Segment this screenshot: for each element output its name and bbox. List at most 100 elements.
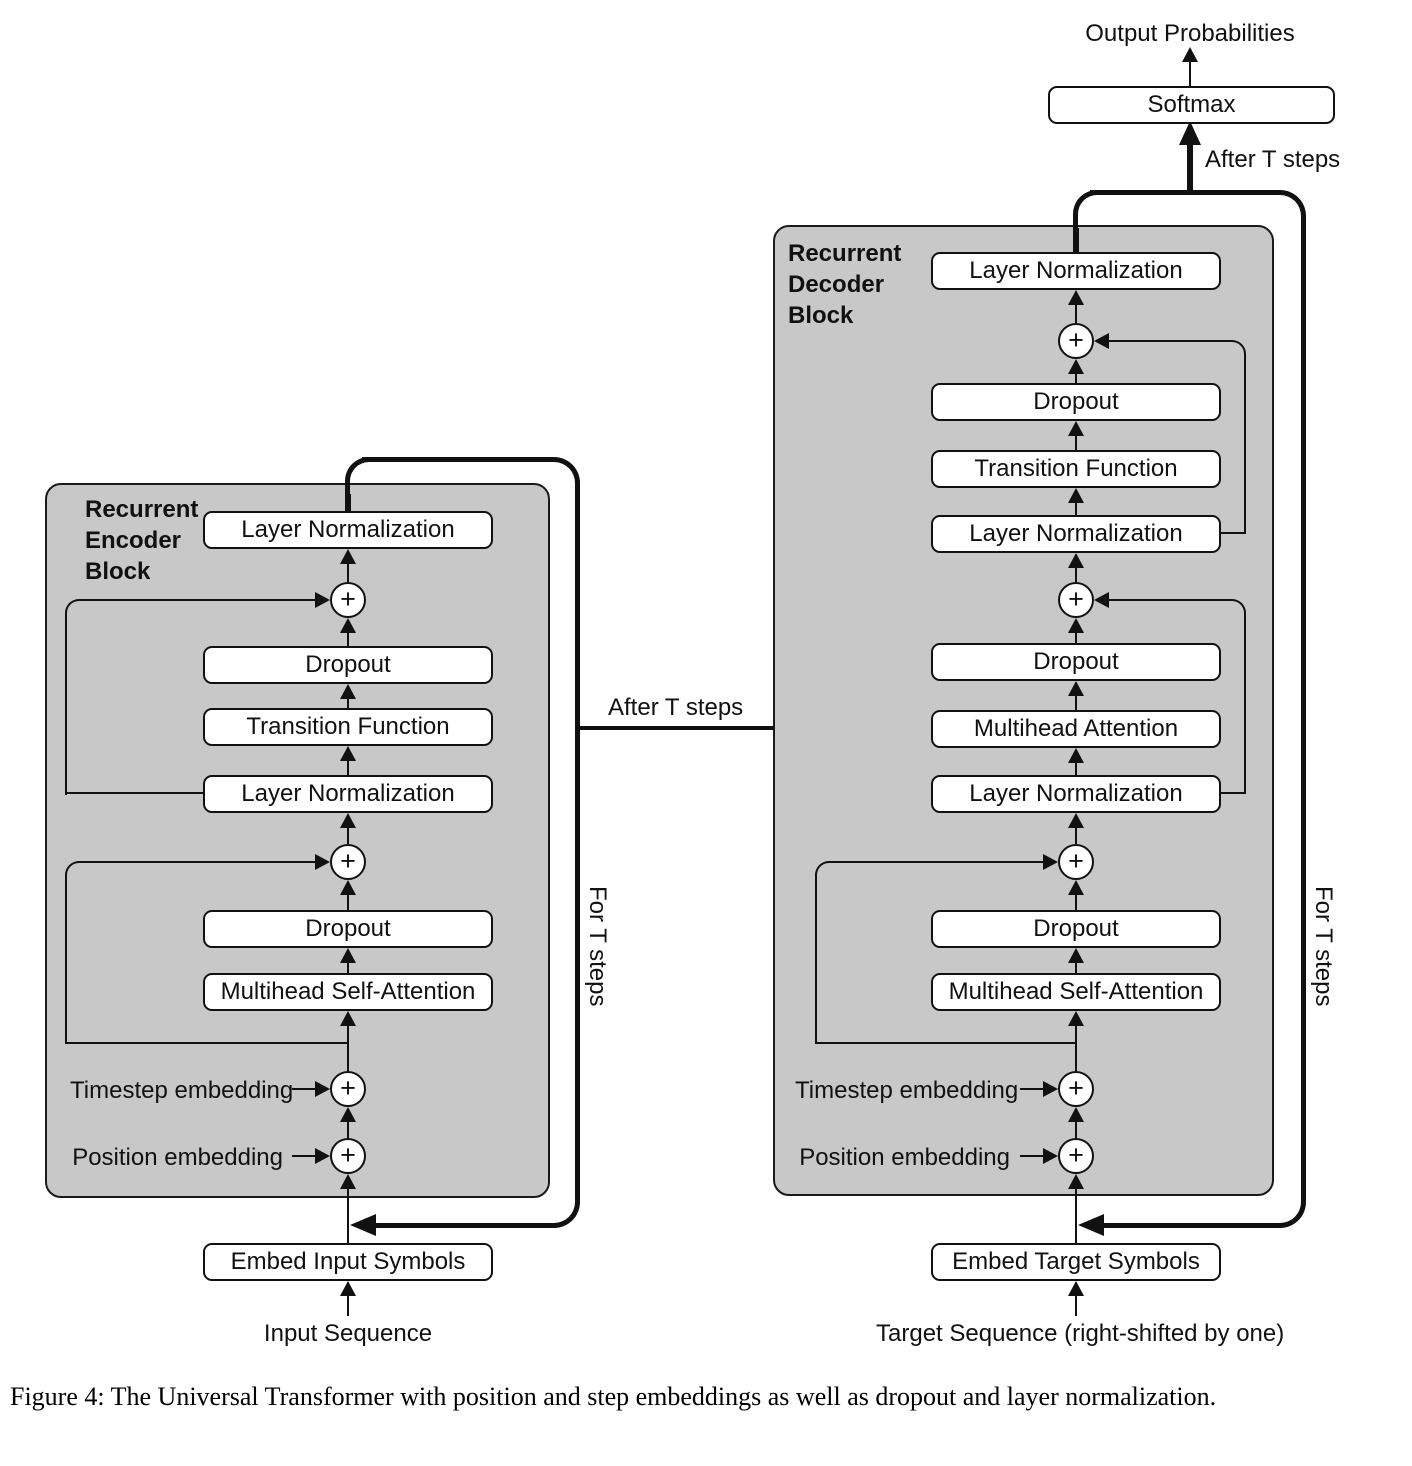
decoder-position-arrow-shaft: [1020, 1154, 1045, 1158]
embed-target-symbols-box: Embed Target Symbols: [931, 1243, 1221, 1281]
decoder-loop-label: For T steps: [1310, 886, 1337, 1007]
decoder-add-circle-2: +: [1058, 582, 1094, 618]
decoder-skip-upper-stub: [1221, 531, 1246, 535]
decoder-arrow-msa-head: [1068, 948, 1084, 963]
decoder-dropout-3-box: Dropout: [931, 910, 1221, 948]
decoder-arrow-drop3-shaft: [1074, 893, 1078, 910]
decoder-block-title: Recurrent Decoder Block: [788, 240, 902, 329]
decoder-arrow-drop2-head: [1068, 618, 1084, 633]
encoder-skip-upper-line: [64, 598, 315, 795]
output-after-t-steps-label: After T steps: [1205, 146, 1341, 173]
encoder-loop-line: [362, 457, 580, 1228]
decoder-arrow-add3-head: [1068, 813, 1084, 828]
decoder-position-add-circle: +: [1058, 1138, 1094, 1174]
decoder-timestep-arrow-shaft: [1020, 1087, 1045, 1091]
encoder-layer-norm-top-box: Layer Normalization: [203, 511, 493, 549]
decoder-position-arrowhead: [1043, 1148, 1058, 1164]
decoder-arrow-add3-shaft: [1074, 826, 1078, 844]
encoder-position-embedding-label: Position embedding: [72, 1144, 283, 1171]
decoder-arrow-time-shaft: [1074, 1024, 1078, 1071]
decoder-layer-norm-3-box: Layer Normalization: [931, 775, 1221, 813]
decoder-arrow-ln1-head: [1068, 290, 1084, 305]
encoder-arrow-time-head: [340, 1011, 356, 1026]
decoder-arrow-drop2-shaft: [1074, 631, 1078, 643]
decoder-arrow-embed-head: [1068, 1174, 1084, 1189]
decoder-self-attention-box: Multihead Self-Attention: [931, 973, 1221, 1011]
encoder-skip-lower-line: [64, 860, 315, 1044]
decoder-skip-lower-arrowhead: [1043, 854, 1058, 870]
softmax-box: Softmax: [1048, 86, 1335, 124]
embed-input-symbols-box: Embed Input Symbols: [203, 1243, 493, 1281]
encoder-layer-norm-mid-box: Layer Normalization: [203, 775, 493, 813]
decoder-layer-norm-2-box: Layer Normalization: [931, 515, 1221, 553]
decoder-skip-lower-stub: [816, 1041, 1077, 1045]
encoder-arrow-ln1-head: [340, 549, 356, 564]
encoder-loop-arrowhead: [350, 1214, 376, 1236]
decoder-arrow-time-head: [1068, 1011, 1084, 1026]
encoder-arrow-input-head: [340, 1281, 356, 1296]
decoder-arrow-pos-shaft: [1074, 1120, 1078, 1138]
decoder-arrow-input-head: [1068, 1281, 1084, 1296]
encoder-arrow-add2-head: [340, 813, 356, 828]
decoder-arrow-pos-head: [1068, 1107, 1084, 1122]
decoder-loop-arrowhead: [1078, 1214, 1104, 1236]
encoder-arrow-input-shaft: [346, 1294, 350, 1316]
decoder-loop-line: [1090, 190, 1306, 1228]
decoder-multihead-attention-box: Multihead Attention: [931, 710, 1221, 748]
encoder-arrow-embed-head: [340, 1174, 356, 1189]
encoder-timestep-arrow-shaft: [292, 1087, 317, 1091]
decoder-arrow-ln1-shaft: [1074, 303, 1078, 323]
decoder-arrow-ln3-head: [1068, 748, 1084, 763]
decoder-dropout-1-box: Dropout: [931, 383, 1221, 421]
decoder-skip-lower-line: [814, 860, 1044, 1044]
encoder-arrow-drop1-head: [340, 618, 356, 633]
encoder-arrow-ln2-head: [340, 746, 356, 761]
encoder-add-circle-mid: +: [330, 844, 366, 880]
decoder-skip-upper-arrowhead: [1094, 333, 1109, 349]
encoder-arrow-trans-head: [340, 684, 356, 699]
softmax-arrow-shaft: [1187, 142, 1193, 193]
encoder-timestep-arrowhead: [315, 1081, 330, 1097]
decoder-skip-upper-line: [1107, 339, 1246, 534]
decoder-arrow-ma-shaft: [1074, 694, 1078, 710]
target-sequence-label: Target Sequence (right-shifted by one): [876, 1320, 1285, 1347]
decoder-arrow-ma-head: [1068, 681, 1084, 696]
encoder-dropout-bottom-box: Dropout: [203, 910, 493, 948]
encoder-arrow-pos-shaft: [346, 1120, 350, 1138]
encoder-dropout-top-box: Dropout: [203, 646, 493, 684]
decoder-timestep-arrowhead: [1043, 1081, 1058, 1097]
input-sequence-label: Input Sequence: [263, 1320, 433, 1347]
encoder-arrow-time-shaft: [346, 1024, 350, 1071]
encoder-block-title: Recurrent Encoder Block: [85, 496, 199, 585]
output-arrowhead: [1182, 47, 1198, 62]
encoder-position-arrow-shaft: [292, 1154, 317, 1158]
softmax-arrowhead: [1179, 121, 1201, 145]
encoder-add-circle-top: +: [330, 582, 366, 618]
encoder-timestep-embedding-label: Timestep embedding: [70, 1077, 294, 1104]
output-arrow-shaft: [1188, 60, 1192, 86]
encoder-position-add-circle: +: [330, 1138, 366, 1174]
bridge-after-t-steps-label: After T steps: [608, 694, 744, 721]
bridge-arrow-shaft: [577, 725, 903, 731]
encoder-position-arrowhead: [315, 1148, 330, 1164]
encoder-loop-label: For T steps: [584, 886, 611, 1007]
decoder-arrow-embed-shaft: [1074, 1187, 1078, 1243]
output-probabilities-label: Output Probabilities: [1085, 20, 1295, 47]
decoder-arrow-add1-head: [1068, 359, 1084, 374]
encoder-skip-lower-arrowhead: [315, 854, 330, 870]
encoder-skip-lower-stub: [66, 1041, 348, 1045]
encoder-arrow-msa-head: [340, 948, 356, 963]
encoder-arrow-drop2-shaft: [346, 893, 350, 910]
encoder-block-background: [45, 483, 550, 1198]
encoder-timestep-add-circle: +: [330, 1071, 366, 1107]
decoder-arrow-drop1-shaft: [1074, 434, 1078, 450]
encoder-transition-function-box: Transition Function: [203, 708, 493, 746]
decoder-arrow-add1-shaft: [1074, 372, 1078, 383]
encoder-arrow-drop2-head: [340, 880, 356, 895]
encoder-skip-upper-arrowhead: [315, 592, 330, 608]
decoder-arrow-msa-shaft: [1074, 961, 1078, 973]
decoder-arrow-ln2-head: [1068, 553, 1084, 568]
decoder-arrow-ln3-shaft: [1074, 761, 1078, 775]
encoder-arrow-add1-shaft: [346, 562, 350, 582]
encoder-arrow-embed-shaft: [346, 1187, 350, 1243]
